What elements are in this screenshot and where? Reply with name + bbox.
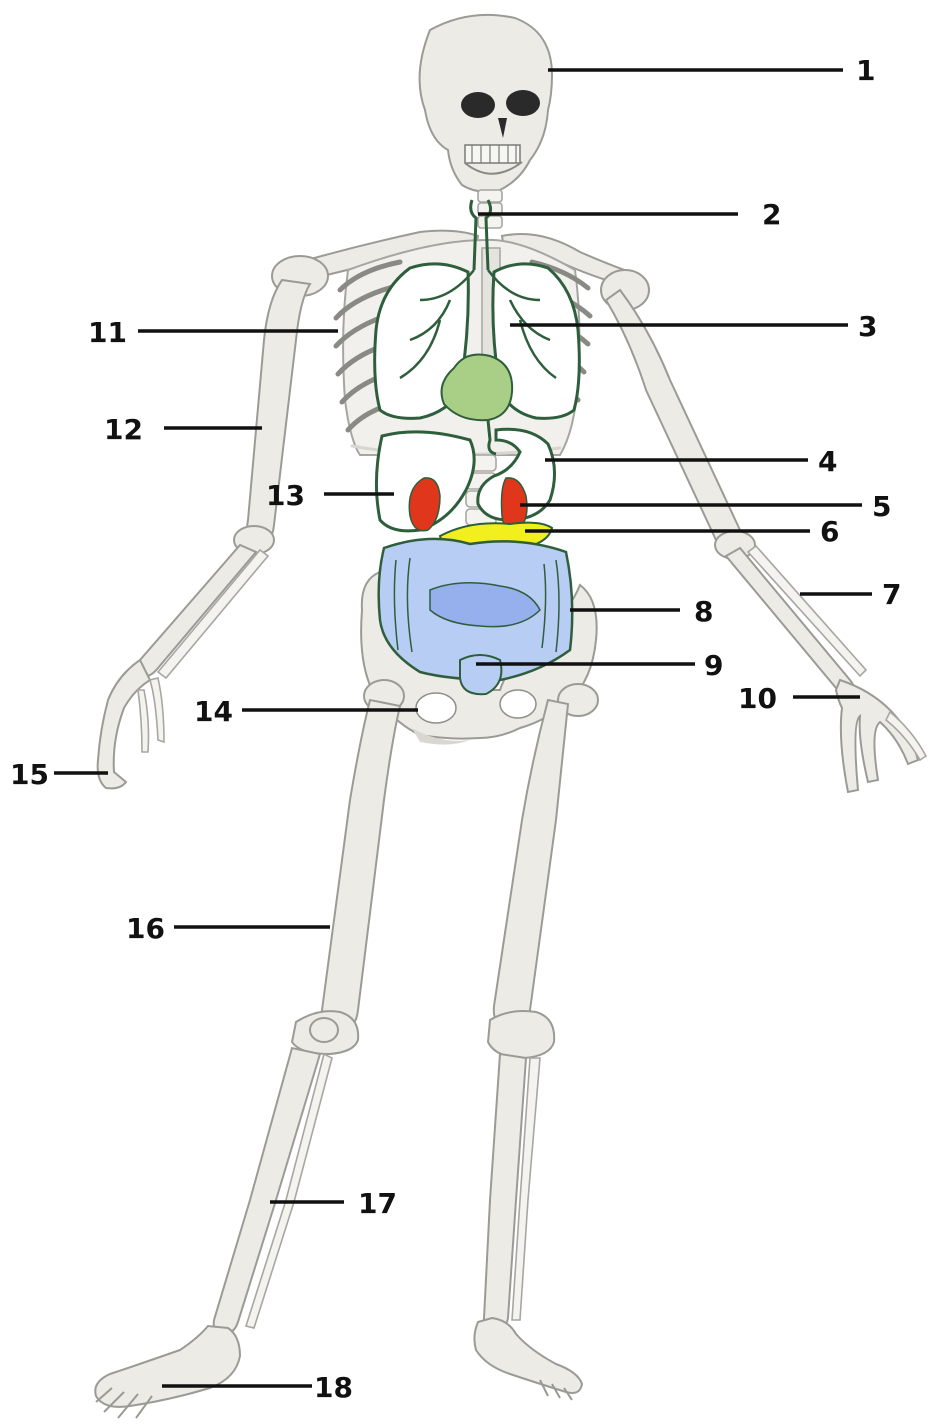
label-10: 10: [738, 682, 777, 715]
label-6: 6: [820, 515, 839, 548]
label-18: 18: [314, 1371, 353, 1404]
label-4: 4: [818, 445, 837, 478]
label-2: 2: [762, 198, 781, 231]
skull: [420, 15, 552, 192]
label-1: 1: [856, 54, 875, 87]
label-17: 17: [358, 1187, 397, 1220]
label-15: 15: [10, 758, 49, 791]
label-13: 13: [266, 479, 305, 512]
label-14: 14: [194, 695, 233, 728]
label-11: 11: [88, 316, 127, 349]
label-3: 3: [858, 310, 877, 343]
label-8: 8: [694, 595, 713, 628]
label-7: 7: [882, 578, 901, 611]
arm-right-side: [606, 290, 926, 792]
label-5: 5: [872, 490, 891, 523]
leg-left-side: [95, 680, 404, 1418]
leg-right-side: [474, 684, 598, 1400]
label-12: 12: [104, 413, 143, 446]
label-9: 9: [704, 649, 723, 682]
label-16: 16: [126, 912, 165, 945]
